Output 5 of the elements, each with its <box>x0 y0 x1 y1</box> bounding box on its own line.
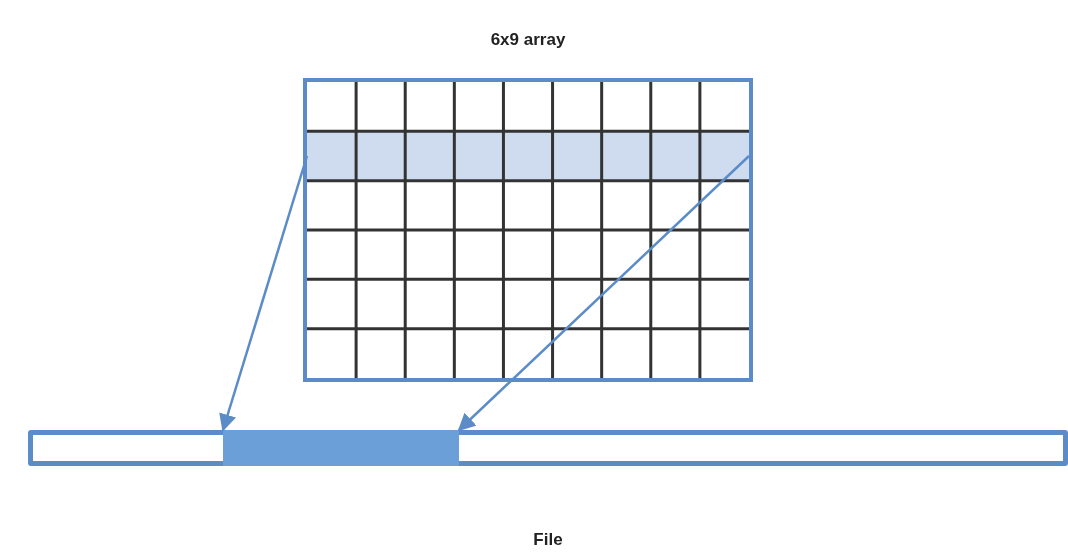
highlighted-segment <box>223 430 459 466</box>
file-title: File <box>533 530 563 550</box>
arrow <box>457 155 750 432</box>
array-title: 6x9 array <box>490 30 566 50</box>
arrow <box>219 155 309 432</box>
